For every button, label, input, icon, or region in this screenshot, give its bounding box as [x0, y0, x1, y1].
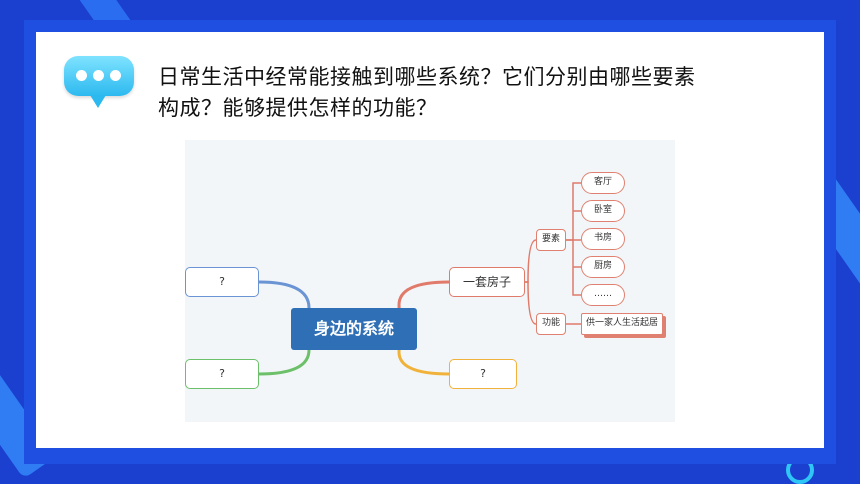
room-node-study: 书房: [581, 228, 625, 250]
room-node-bedroom: 卧室: [581, 200, 625, 222]
connector-left-bottom: [258, 349, 311, 376]
question-line-1: 日常生活中经常能接触到哪些系统？它们分别由哪些要素: [158, 65, 696, 89]
unknown-node-left-top: ?: [185, 267, 259, 297]
elements-node: 要素: [536, 229, 566, 251]
chat-bubble-icon: [64, 56, 134, 108]
room-node-etc: ……: [581, 284, 625, 306]
connector-elements: [525, 239, 537, 283]
mindmap-connectors: [258, 182, 581, 376]
mindmap: 身边的系统 ? ? ? 一套房子 要素 功能 客厅 卧室 书房 厨房 …… 供一…: [185, 140, 675, 422]
question-text: 日常生活中经常能接触到哪些系统？它们分别由哪些要素 构成？能够提供怎样的功能？: [158, 62, 798, 124]
house-node: 一套房子: [449, 267, 525, 297]
connector-left-top: [258, 280, 311, 309]
room-node-living: 客厅: [581, 172, 625, 194]
function-node: 功能: [536, 313, 566, 335]
function-value-node: 供一家人生活起居: [581, 313, 663, 335]
root-node: 身边的系统: [291, 308, 417, 350]
unknown-node-right: ?: [449, 359, 517, 389]
question-line-2: 构成？能够提供怎样的功能？: [158, 96, 438, 120]
connector-function: [525, 281, 537, 325]
unknown-node-left-bottom: ?: [185, 359, 259, 389]
room-node-kitchen: 厨房: [581, 256, 625, 278]
